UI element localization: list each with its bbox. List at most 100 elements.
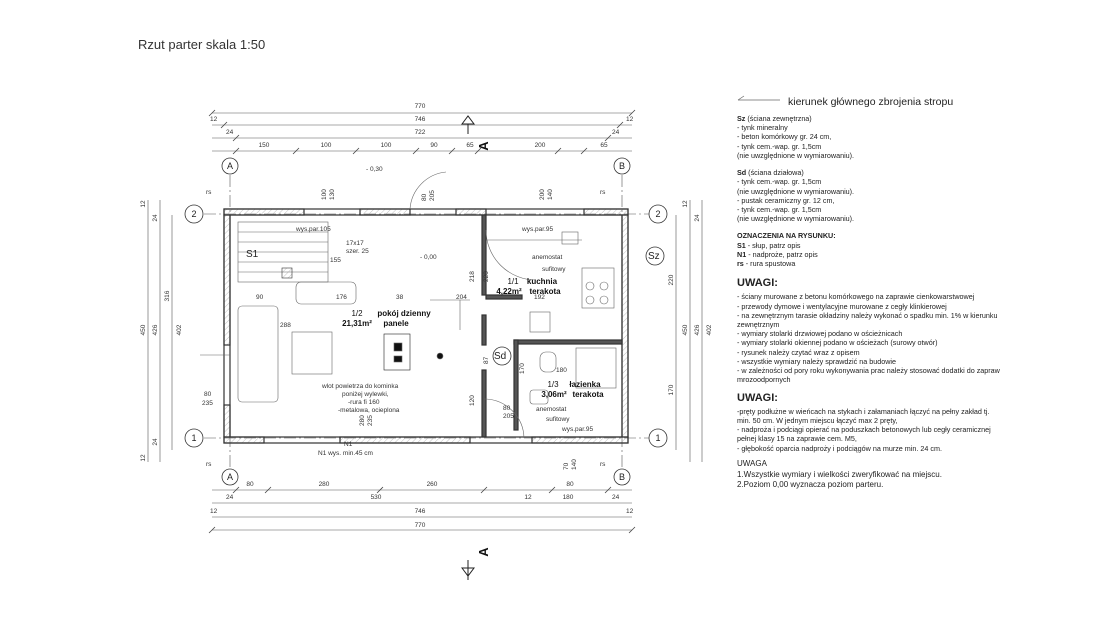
label-sd: Sd xyxy=(494,351,506,362)
mark-key: rs xyxy=(737,259,744,269)
dim-left-24b: 24 xyxy=(152,438,159,446)
dim-bot-total: 770 xyxy=(415,522,426,529)
notes-sd-line: - pustak ceramiczny gr. 12 cm, xyxy=(737,195,835,205)
notes-uwaga-line: 1.Wszystkie wymiary i wielkości zweryfik… xyxy=(737,469,942,479)
dim-235: 235 xyxy=(367,415,374,426)
mark-value: - rura spustowa xyxy=(743,259,796,269)
room-bath-floor: terakota xyxy=(572,390,604,399)
dim-155: 155 xyxy=(330,257,341,264)
notes-sz-head: Sz xyxy=(737,114,746,123)
dim-bot-530: 530 xyxy=(371,494,382,501)
axis-2-left: 2 xyxy=(191,209,196,219)
dim-top-746: 746 xyxy=(415,116,426,123)
room-kitchen-num: 1/1 xyxy=(507,277,519,286)
dim-left-450: 450 xyxy=(140,324,147,335)
dim-right-402: 402 xyxy=(706,324,713,335)
label-wlot-2: poniżej wylewki, xyxy=(342,391,389,398)
mark-value: - nadproże, patrz opis xyxy=(746,249,818,259)
notes-sd-line: - tynk cem.-wap. gr. 1,5cm xyxy=(737,204,822,214)
notes-sd-head: Sd xyxy=(737,168,747,178)
label-wys95-bath: wys.par.95 xyxy=(561,426,593,433)
notes-panel: Sz (ściana zewnętrzna) - tynk mineralny … xyxy=(737,114,1002,490)
dim-top-seg-7: 65 xyxy=(600,142,608,149)
label-stairs-size: 17x17 xyxy=(346,240,364,247)
dim-top-24l: 24 xyxy=(226,129,234,136)
axis-1-right: 1 xyxy=(655,433,660,443)
notes-uwagi-line: - wszystkie wymiary należy sprawdzić na … xyxy=(737,356,896,366)
dim-left-426: 426 xyxy=(152,324,159,335)
dim-280: 280 xyxy=(359,415,366,426)
door-205-a: 205 xyxy=(429,190,436,201)
notes-uwagi-line: - nadproża i podciągi opierać na poduszk… xyxy=(737,425,991,444)
dim-right-170: 170 xyxy=(668,384,675,395)
notes-uwagi-1: UWAGI: - ściany murowane z betonu komórk… xyxy=(737,276,1002,384)
dim-288: 288 xyxy=(280,322,291,329)
dim-bot-12l: 12 xyxy=(210,508,218,515)
reinforcement-direction-legend: kierunek głównego zbrojenia stropu xyxy=(788,96,954,108)
notes-sz: Sz (ściana zewnętrzna) - tynk mineralny … xyxy=(737,114,1002,160)
level-030: - 0,30 xyxy=(366,166,383,173)
dim-bot-746: 746 xyxy=(415,508,426,515)
dim-top-seg-1: 150 xyxy=(259,142,270,149)
room-bath-num: 1/3 xyxy=(547,380,559,389)
room-kitchen-area: 4,22m² xyxy=(496,287,522,296)
notes-sd: Sd (ściana działowa) - tynk cem.-wap. gr… xyxy=(737,168,1002,223)
rs-bl: rs xyxy=(206,461,212,468)
rs-tr: rs xyxy=(600,189,606,196)
dim-90: 90 xyxy=(256,294,264,301)
dim-top-seg-5: 65 xyxy=(466,142,474,149)
dim-left-316: 316 xyxy=(164,290,171,301)
dim-top-12r: 12 xyxy=(626,116,634,123)
dim-70: 70 xyxy=(563,462,570,470)
dim-218: 218 xyxy=(469,271,476,282)
label-n1-desc: N1 wys. min.45 cm xyxy=(318,450,373,457)
door-80-a: 80 xyxy=(421,193,428,201)
label-n1: N1 xyxy=(344,441,353,448)
dim-220: 220 xyxy=(483,271,490,282)
notes-uwagi-line: - w zależności od pory roku wykonywania … xyxy=(737,366,1000,385)
notes-uwagi-line: - wymiary stolarki okiennej podano w ośc… xyxy=(737,338,938,348)
notes-uwagi-line: - głębokość oparcia nadproży i podciągów… xyxy=(737,443,942,453)
notes-uwagi-line: -pręty podłużne w wieńcach na stykach i … xyxy=(737,406,990,425)
rs-br: rs xyxy=(600,461,606,468)
label-anemostat-2: anemostat xyxy=(536,406,567,413)
label-s1: S1 xyxy=(246,249,259,260)
dim-top-seg-4: 90 xyxy=(430,142,438,149)
label-anemostat-1b: sufitowy xyxy=(542,266,566,273)
dim-120: 120 xyxy=(469,395,476,406)
label-stairs-width: szer. 25 xyxy=(346,248,369,255)
room-kitchen-name: kuchnia xyxy=(527,277,558,286)
dim-bot-180: 180 xyxy=(563,494,574,501)
dim-left-12b: 12 xyxy=(140,454,147,462)
dim-right-12: 12 xyxy=(682,200,689,208)
dim-bot-seg-2: 280 xyxy=(319,481,330,488)
label-wys105: wys.par.105 xyxy=(295,226,331,233)
room-kitchen-floor: terakota xyxy=(529,287,561,296)
dim-bot-seg-1: 80 xyxy=(246,481,254,488)
axis-2-right: 2 xyxy=(655,209,660,219)
dim-right-426: 426 xyxy=(694,324,701,335)
dim-left-402: 402 xyxy=(176,324,183,335)
room-living-name: pokój dzienny xyxy=(377,309,431,318)
notes-sz-line: - tynk mineralny xyxy=(737,123,788,133)
mark-value: - słup, patrz opis xyxy=(745,240,801,250)
dim-170: 170 xyxy=(519,363,526,374)
dim-right-220: 220 xyxy=(668,274,675,285)
notes-sd-line: - tynk cem.-wap. gr. 1,5cm xyxy=(737,177,822,187)
dim-top-total: 770 xyxy=(415,103,426,110)
label-anemostat-2b: sufitowy xyxy=(546,416,570,423)
dim-180: 180 xyxy=(556,367,567,374)
window-height-235: 235 xyxy=(202,400,213,407)
notes-marks-head: OZNACZENIA NA RYSUNKU: xyxy=(737,231,836,241)
axis-1-left: 1 xyxy=(191,433,196,443)
notes-uwaga-3-head: UWAGA xyxy=(737,458,767,468)
notes-uwagi-2: UWAGI: -pręty podłużne w wieńcach na sty… xyxy=(737,391,1002,453)
room-living-floor: panele xyxy=(383,319,409,328)
notes-uwaga-line: 2.Poziom 0,00 wyznacza poziom parteru. xyxy=(737,480,884,490)
dim-top-seg-2: 100 xyxy=(321,142,332,149)
notes-sz-line: (nie uwzględnione w wymiarowaniu). xyxy=(737,150,855,160)
dim-140: 140 xyxy=(571,459,578,470)
room-bath-area: 3,06m² xyxy=(541,390,567,399)
dim-bot-12r: 12 xyxy=(626,508,634,515)
notes-uwaga-3: UWAGA 1.Wszystkie wymiary i wielkości zw… xyxy=(737,459,1002,491)
